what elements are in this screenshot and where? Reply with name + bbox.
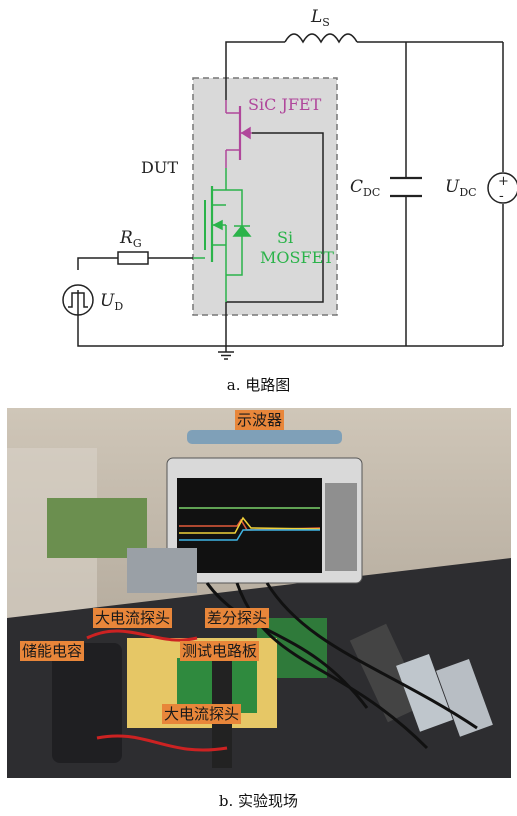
circuit-diagram: LS SiC JFET DUT RG UD Si MOSFET CDC UDC … (62, 7, 517, 360)
tag-oscilloscope: 示波器 (235, 410, 285, 430)
caption-b: b. 实验现场 (218, 792, 299, 810)
mosfet-label: MOSFET (260, 248, 334, 267)
rg-label: RG (119, 228, 142, 250)
jfet-label: SiC JFET (248, 95, 322, 114)
tag-big-current-probe-bottom: 大电流探头 (162, 704, 242, 724)
ud-label: UD (100, 291, 123, 313)
tag-storage-capacitor: 储能电容 (20, 641, 85, 661)
rg-resistor (117, 251, 149, 265)
sic-jfet-symbol (225, 100, 252, 168)
udc-plus: + (498, 174, 509, 189)
wires (62, 33, 517, 360)
lab-photo-drawing (7, 408, 511, 778)
ud-source (62, 284, 94, 316)
lab-photo: 示波器 大电流探头 差分探头 储能电容 测试电路板 大电流探头 (7, 408, 511, 778)
dut-label: DUT (141, 158, 178, 177)
inductor-coil (284, 33, 358, 44)
tag-differential-probe: 差分探头 (205, 608, 270, 628)
dut-box (192, 77, 338, 316)
udc-minus: - (499, 188, 504, 204)
cdc-label: CDC (350, 177, 380, 199)
caption-a: a. 电路图 (226, 376, 291, 394)
udc-label: UDC (445, 177, 477, 199)
inductor-label: LS (310, 7, 330, 29)
si-mosfet-symbol (193, 168, 252, 302)
si-label: Si (277, 228, 293, 247)
tag-big-current-probe-top: 大电流探头 (93, 608, 173, 628)
tag-test-board: 测试电路板 (180, 641, 260, 661)
